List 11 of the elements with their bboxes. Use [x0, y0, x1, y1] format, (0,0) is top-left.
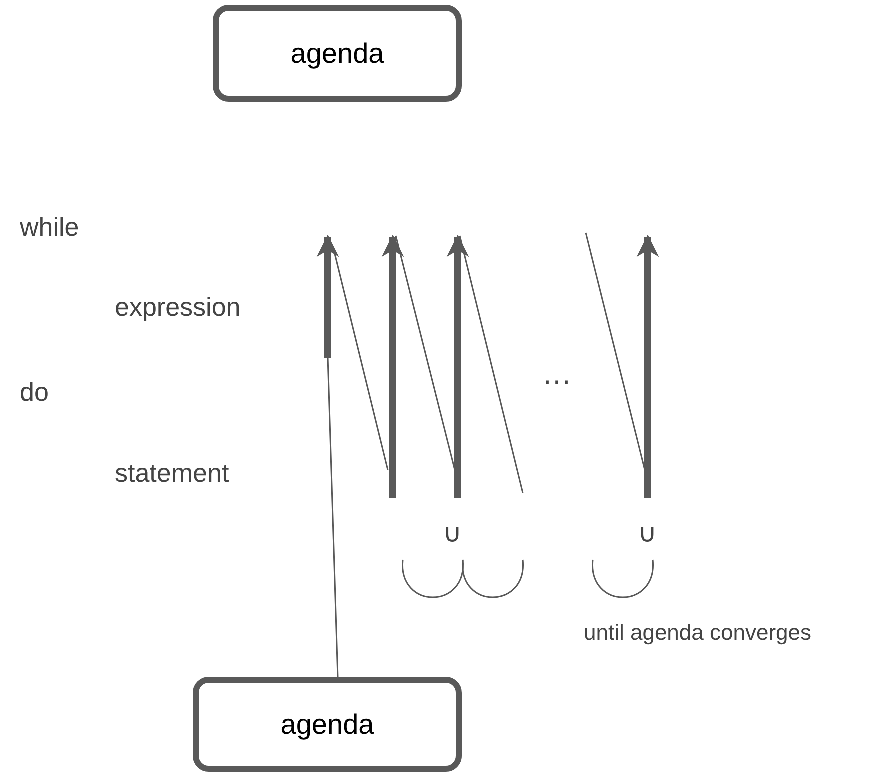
union-symbol: ∪ — [443, 518, 462, 549]
union-symbol: ∪ — [638, 518, 657, 549]
note: until agenda converges — [584, 620, 812, 646]
ellipsis: … — [542, 358, 572, 392]
keyword: do — [20, 377, 49, 408]
data-box: agenda — [193, 677, 462, 772]
keyword: while — [20, 212, 80, 243]
leader-line — [327, 358, 339, 678]
code-text: expression — [115, 292, 241, 323]
code-text: statement — [115, 458, 230, 489]
data-box: agenda — [213, 5, 462, 102]
